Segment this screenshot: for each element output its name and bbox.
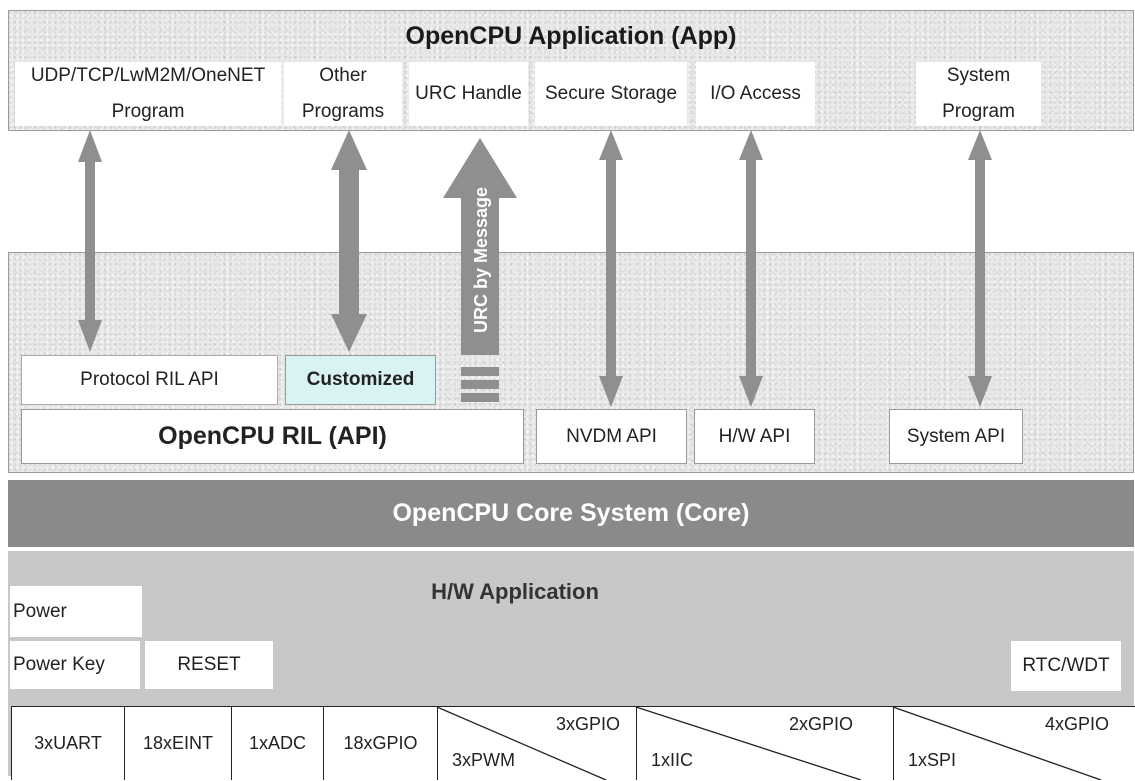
peripheral-cell: 1xADC xyxy=(231,707,323,780)
peripheral-cell: 3xUART xyxy=(11,707,124,780)
urc-arrow-label: URC by Message xyxy=(471,187,491,333)
peripheral-cell: 18xEINT xyxy=(124,707,231,780)
peripheral-split-cell: 4xGPIO 1xSPI xyxy=(893,707,1135,780)
core-title: OpenCPU Core System (Core) xyxy=(392,499,750,527)
split-cell-bottom: 3xPWM xyxy=(452,750,515,770)
peripheral-cell: 18xGPIO xyxy=(323,707,437,780)
split-diagonals xyxy=(436,707,1102,780)
protocol-ril-api-box: Protocol RIL API xyxy=(21,355,278,405)
reset-box: RESET xyxy=(145,641,273,689)
opencpu-ril-api-box: OpenCPU RIL (API) xyxy=(21,409,524,464)
core-band: OpenCPU Core System (Core) xyxy=(8,480,1134,547)
hw-api-box: H/W API xyxy=(694,409,815,464)
double-arrow-customized xyxy=(331,130,367,352)
app-box-system-label-2: Program xyxy=(942,101,1015,122)
double-arrow-protocol xyxy=(78,130,102,352)
peripheral-row: 3xUART 18xEINT 1xADC 18xGPIO 3xGPIO 3xPW… xyxy=(11,706,1135,780)
app-box-urc-handle: URC Handle xyxy=(409,62,528,126)
app-box-system-label-1: System xyxy=(946,65,1011,86)
rtc-wdt-box: RTC/WDT xyxy=(1011,641,1121,691)
split-cell-top: 4xGPIO xyxy=(1044,714,1109,734)
customized-box: Customized xyxy=(285,355,436,405)
system-api-box: System API xyxy=(889,409,1023,464)
urc-up-arrow xyxy=(443,138,517,402)
double-arrow-hw-api xyxy=(739,130,763,407)
app-box-udp-label-1: UDP/TCP/LwM2M/OneNET xyxy=(30,65,266,86)
double-arrow-system-api xyxy=(968,130,992,407)
hw-title: H/W Application xyxy=(431,579,599,604)
split-cell-top: 2xGPIO xyxy=(788,714,853,734)
app-box-secure-storage: Secure Storage xyxy=(535,62,687,126)
peripheral-split-cell: 2xGPIO 1xIIC xyxy=(636,707,893,780)
app-box-udp-program: UDP/TCP/LwM2M/OneNET Program xyxy=(15,62,281,126)
nvdm-api-box: NVDM API xyxy=(536,409,687,464)
power-box: Power xyxy=(10,586,142,637)
peripheral-split-cell: 3xGPIO 3xPWM xyxy=(437,707,636,780)
split-cell-bottom: 1xSPI xyxy=(908,750,957,770)
app-box-io-access: I/O Access xyxy=(696,62,815,126)
power-key-box: Power Key xyxy=(10,641,140,689)
app-box-udp-label-2: Program xyxy=(111,101,185,122)
double-arrow-nvdm xyxy=(599,130,623,407)
split-cell-bottom: 1xIIC xyxy=(651,750,694,770)
app-box-system-program: System Program xyxy=(916,62,1041,126)
app-title: OpenCPU Application (App) xyxy=(405,22,737,50)
app-box-other-programs: Other Programs xyxy=(284,62,402,126)
app-box-other-label-1: Other xyxy=(319,65,367,86)
split-cell-top: 3xGPIO xyxy=(555,714,620,734)
app-box-other-label-2: Programs xyxy=(301,101,385,122)
